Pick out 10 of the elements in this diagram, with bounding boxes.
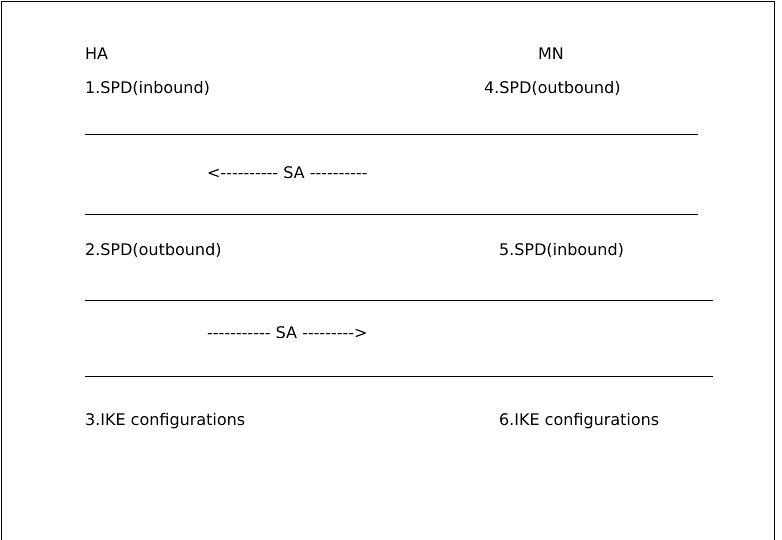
text-label: <---------- SA ----------	[207, 163, 368, 183]
text-label: 3.IKE configurations	[85, 410, 246, 430]
text-label: 1.SPD(inbound)	[85, 78, 210, 98]
text-label: 4.SPD(outbound)	[484, 78, 620, 98]
text-label: ----------- SA --------->	[207, 323, 368, 343]
text-label: MN	[538, 44, 564, 64]
text-label: 2.SPD(outbound)	[85, 240, 222, 260]
text-label: 6.IKE configurations	[499, 410, 660, 430]
text-label: HA	[85, 44, 108, 64]
text-label: 5.SPD(inbound)	[499, 240, 624, 260]
